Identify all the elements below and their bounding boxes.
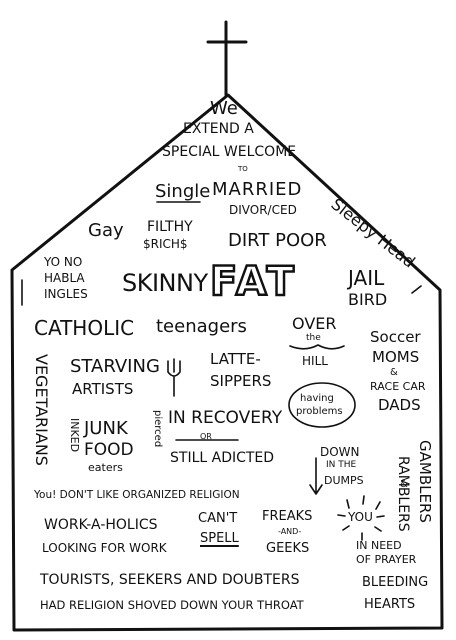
word-in-recovery: IN RECOVERY <box>168 408 283 428</box>
word-sippers: SIPPERS <box>210 372 272 390</box>
sparkle-icon <box>337 495 385 541</box>
word-latte: LATTE- <box>210 350 261 368</box>
word-teenagers: teenagers <box>156 316 247 337</box>
word-yo-no: YO NO <box>44 255 83 269</box>
word-amp-2: & <box>400 479 408 490</box>
word-race-car: RACE CAR <box>370 380 426 393</box>
word-dumps: DUMPS <box>324 474 364 487</box>
word-problems: problems <box>296 406 343 417</box>
word-married: MARRIED <box>212 179 303 200</box>
word-habla: HABLA <box>44 271 85 285</box>
word-hearts: HEARTS <box>364 597 416 612</box>
word-eaters: eaters <box>88 461 123 474</box>
word-soccer: Soccer <box>370 328 421 346</box>
word-down: DOWN <box>320 445 360 459</box>
word-starving: STARVING <box>70 356 160 377</box>
word-skinny: SKINNY <box>122 269 208 297</box>
word-had-religion-shoved: HAD RELIGION SHOVED DOWN YOUR THROAT <box>40 598 304 612</box>
header-to: TO <box>238 165 248 173</box>
down-arrow-icon <box>309 457 323 495</box>
word-still-adicted: STILL ADICTED <box>170 450 275 466</box>
hill-curl-icon <box>289 344 345 350</box>
word-inked: INKED <box>68 418 81 453</box>
word-or: OR <box>200 432 212 441</box>
word-amp-1: & <box>390 367 398 378</box>
word-jail: JAIL <box>348 266 385 290</box>
church-outline <box>10 93 444 632</box>
word-work-a-holics: WORK-A-HOLICS <box>44 517 158 533</box>
header-special-welcome: SPECIAL WELCOME <box>162 144 297 160</box>
word-moms: MOMS <box>372 348 420 366</box>
word-junk: JUNK <box>84 418 128 439</box>
word-tourists-seekers-doubters: TOURISTS, SEEKERS AND DOUBTERS <box>40 572 300 588</box>
word-dirt-poor: DIRT POOR <box>228 230 327 251</box>
word-rich: $RICH$ <box>143 237 188 251</box>
problems-bubble <box>288 382 356 428</box>
word-ramblers: RAMBLERS <box>395 456 411 532</box>
word-food: FOOD <box>84 440 134 460</box>
word-in-the: IN THE <box>326 460 357 470</box>
word-pierced: pierced <box>152 410 163 448</box>
word-bleeding: BLEEDING <box>362 575 429 590</box>
word-in-need: IN NEED <box>356 539 402 552</box>
word-looking-for-work: LOOKING FOR WORK <box>42 541 167 555</box>
word-artists: ARTISTS <box>72 380 134 398</box>
right-tick <box>411 285 422 294</box>
word-dads: DADS <box>378 396 421 414</box>
word-geeks: GEEKS <box>266 541 310 556</box>
word-freaks: FREAKS <box>262 509 313 524</box>
header-extend: EXTEND A <box>183 121 254 137</box>
word-ingles: INGLES <box>44 287 88 301</box>
word-bird: BIRD <box>348 290 388 309</box>
word-gay: Gay <box>88 220 124 241</box>
word-and: -AND- <box>278 527 302 536</box>
word-you-dont-like: You! DON'T LIKE ORGANIZED RELIGION <box>34 489 240 501</box>
word-having: having <box>300 393 334 404</box>
word-vegetarians: VEGETARIANS <box>32 354 51 466</box>
word-you-sparkle: YOU <box>348 510 373 524</box>
word-single: Single <box>155 181 211 202</box>
word-cant: CAN'T <box>198 511 238 526</box>
header-we: We <box>210 98 238 119</box>
cross-icon <box>206 20 248 97</box>
word-over: OVER <box>292 314 337 333</box>
word-catholic: CATHOLIC <box>34 316 135 340</box>
word-filthy: FILTHY <box>147 219 193 235</box>
word-of-prayer: OF PRAYER <box>356 553 417 566</box>
word-hill: HILL <box>302 354 328 368</box>
word-the: the <box>306 333 321 343</box>
fork-icon <box>167 358 181 397</box>
word-fat: FAT <box>209 259 297 305</box>
word-gamblers: GAMBLERS <box>416 440 434 523</box>
word-divorced: DIVOR/CED <box>229 203 297 217</box>
word-spell: SPELL <box>200 531 239 546</box>
